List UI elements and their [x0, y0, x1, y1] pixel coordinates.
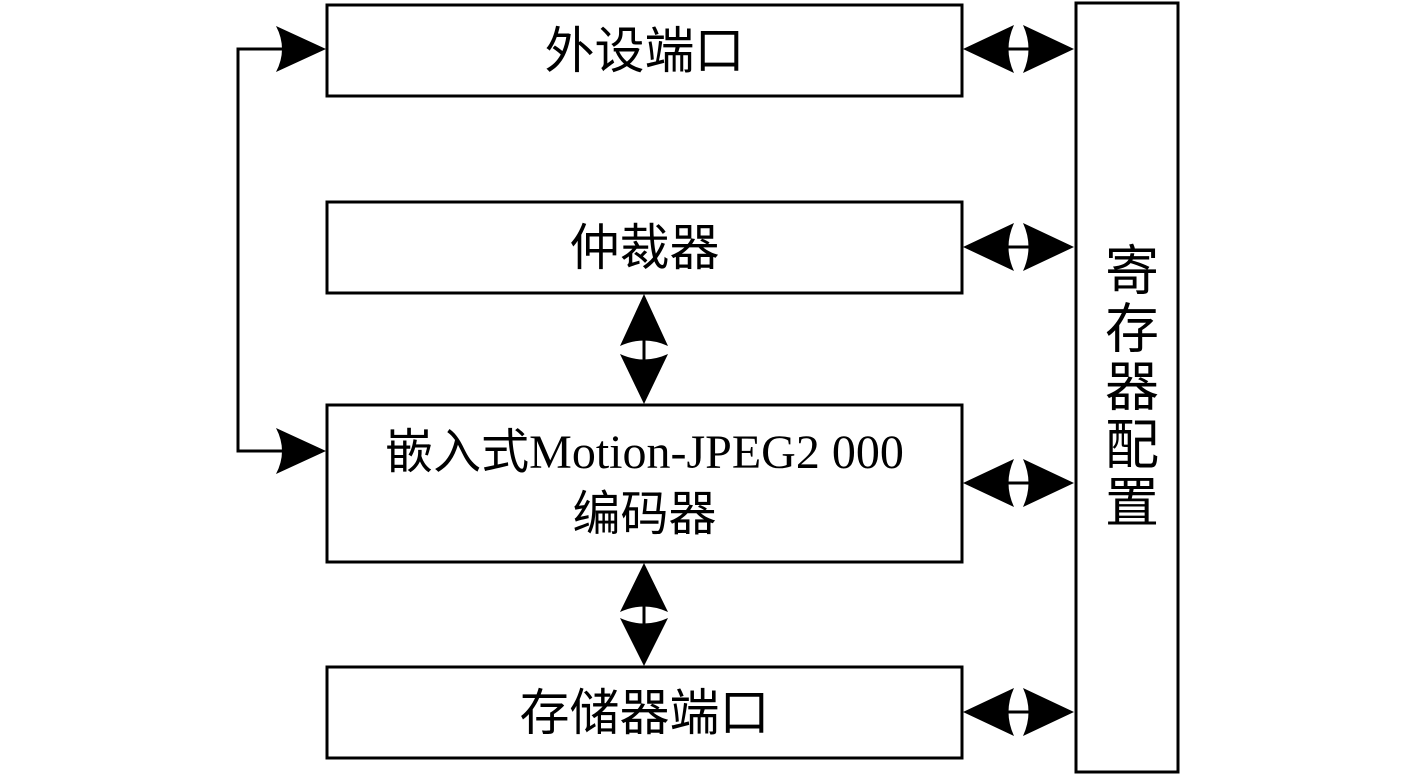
arrowhead-left: [963, 25, 1014, 73]
encoder-box: [325, 403, 964, 564]
arrowhead-down: [620, 354, 668, 404]
arrow-encoder-memory: [620, 563, 668, 666]
memory-port-label: 存储器端口: [519, 684, 770, 741]
encoder-node: 嵌入式Motion-JPEG2 000 编码器: [327, 405, 962, 562]
arrowhead-down: [620, 618, 668, 666]
arrowhead-right: [1023, 688, 1074, 736]
arrowhead-up: [620, 294, 668, 346]
arrow-encoder-register: [963, 459, 1074, 507]
encoder-label-line1: 嵌入式Motion-JPEG2 000: [385, 425, 904, 479]
arbiter-box: [325, 200, 964, 295]
arrowhead-right: [1023, 25, 1074, 73]
register-config-box: [1074, 1, 1180, 774]
arrowhead-left: [963, 223, 1014, 271]
register-config-node: 寄存器配置: [1075, 2, 1178, 772]
arrow-peripheral-register: [963, 25, 1074, 73]
arrow-arbiter-register: [963, 223, 1074, 271]
arrowhead-left: [963, 688, 1014, 736]
arbiter-label: 仲裁器: [569, 219, 720, 276]
arrowhead-to-peripheral: [276, 26, 326, 72]
arrowhead-left: [963, 459, 1014, 507]
arrowhead-right: [1023, 223, 1074, 271]
arrow-arbiter-encoder: [620, 294, 668, 404]
arrow-memory-register: [963, 688, 1074, 736]
peripheral-port-node: 外设端口: [327, 5, 962, 96]
arbiter-node: 仲裁器: [327, 202, 962, 293]
arrowhead-up: [620, 563, 668, 612]
encoder-label-line2: 编码器: [572, 487, 717, 541]
arrowhead-right: [1023, 459, 1074, 507]
loop-line: [236, 47, 290, 453]
arrow-peripheral-encoder-loop: [236, 26, 326, 474]
peripheral-port-box: [325, 3, 964, 98]
register-config-label: 寄存器配置: [1096, 242, 1157, 532]
memory-port-box: [325, 665, 964, 760]
peripheral-port-label: 外设端口: [544, 22, 745, 79]
arrowhead-to-encoder: [276, 428, 326, 474]
memory-port-node: 存储器端口: [327, 667, 962, 758]
